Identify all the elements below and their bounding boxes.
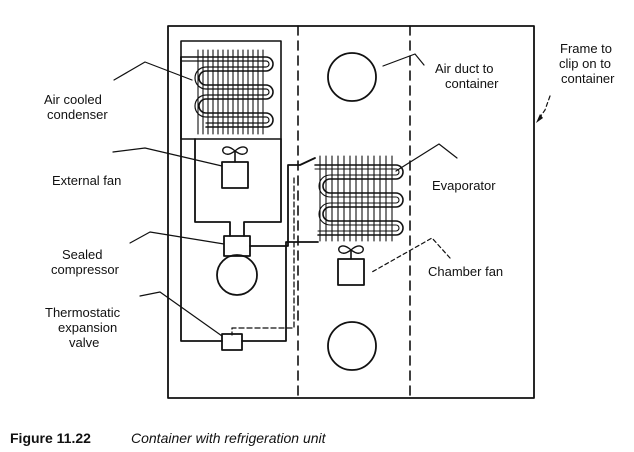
evaporator-coil [314,164,404,236]
condenser-coil [180,56,274,128]
air-duct-top [327,52,377,102]
unit-frame [167,25,535,399]
expansion-valve [221,333,243,351]
sealed-compressor [216,235,258,296]
label-air-duct: Air duct to container [435,61,499,91]
external-fan [221,146,249,189]
condenser-fins [197,49,264,135]
refrigerant-piping [180,56,319,342]
air-duct-bottom [327,321,377,371]
label-chamber-fan: Chamber fan [428,264,503,279]
label-frame: Frame to clip on to container [559,41,616,86]
caption-text: Container with refrigeration unit [131,430,327,446]
label-condenser: Air cooled condenser [44,92,108,122]
label-compressor: Sealed compressor [51,247,120,277]
caption-number: Figure 11.22 [10,430,91,446]
condenser-box [180,40,282,140]
label-evaporator: Evaporator [432,178,496,193]
label-valve: Thermostatic expansion valve [45,305,124,350]
evaporator-fins [319,155,393,242]
label-external-fan: External fan [52,173,121,188]
chamber-fan [337,245,365,286]
